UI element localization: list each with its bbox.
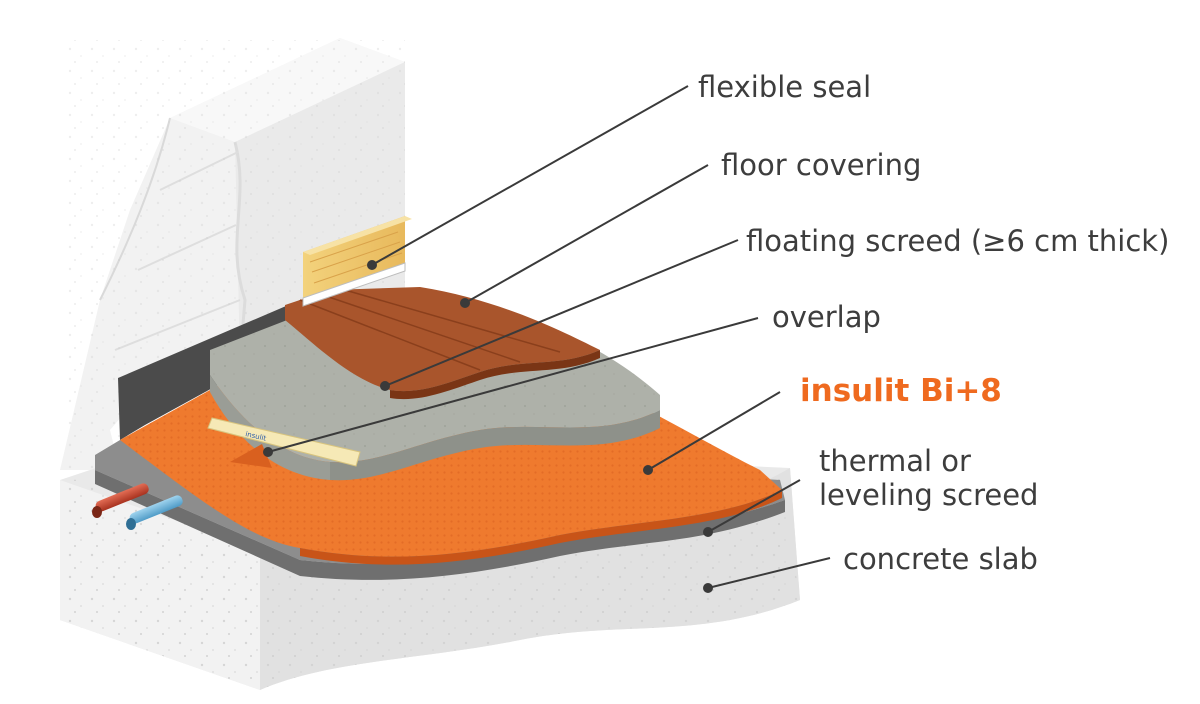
label-insulit: insulit Bi+8: [800, 373, 1002, 409]
overlap-tape: insulit: [207, 417, 361, 468]
flexible-seal-strip: [302, 262, 406, 307]
label-flexible-seal: flexible seal: [698, 70, 872, 104]
leader-concrete-slab: [707, 557, 831, 589]
leader-floor-covering: [464, 164, 709, 304]
leader-insulit: [647, 391, 781, 471]
heating-pipes: [92, 483, 183, 530]
leader-flexible-seal: [371, 85, 689, 266]
leader-lines: [263, 85, 831, 593]
label-thermal-line1: thermal or: [819, 444, 971, 478]
leader-thermal-screed: [707, 479, 801, 533]
label-floor-covering: floor covering: [721, 148, 922, 182]
label-concrete-slab: concrete slab: [843, 542, 1038, 576]
label-floating-screed: floating screed (≥6 cm thick): [746, 224, 1170, 258]
skirting-board: [303, 216, 412, 298]
label-overlap: overlap: [772, 300, 881, 334]
label-thermal-line2: leveling screed: [819, 478, 1039, 512]
leader-floating-screed: [384, 239, 739, 387]
leader-overlap: [267, 317, 759, 453]
